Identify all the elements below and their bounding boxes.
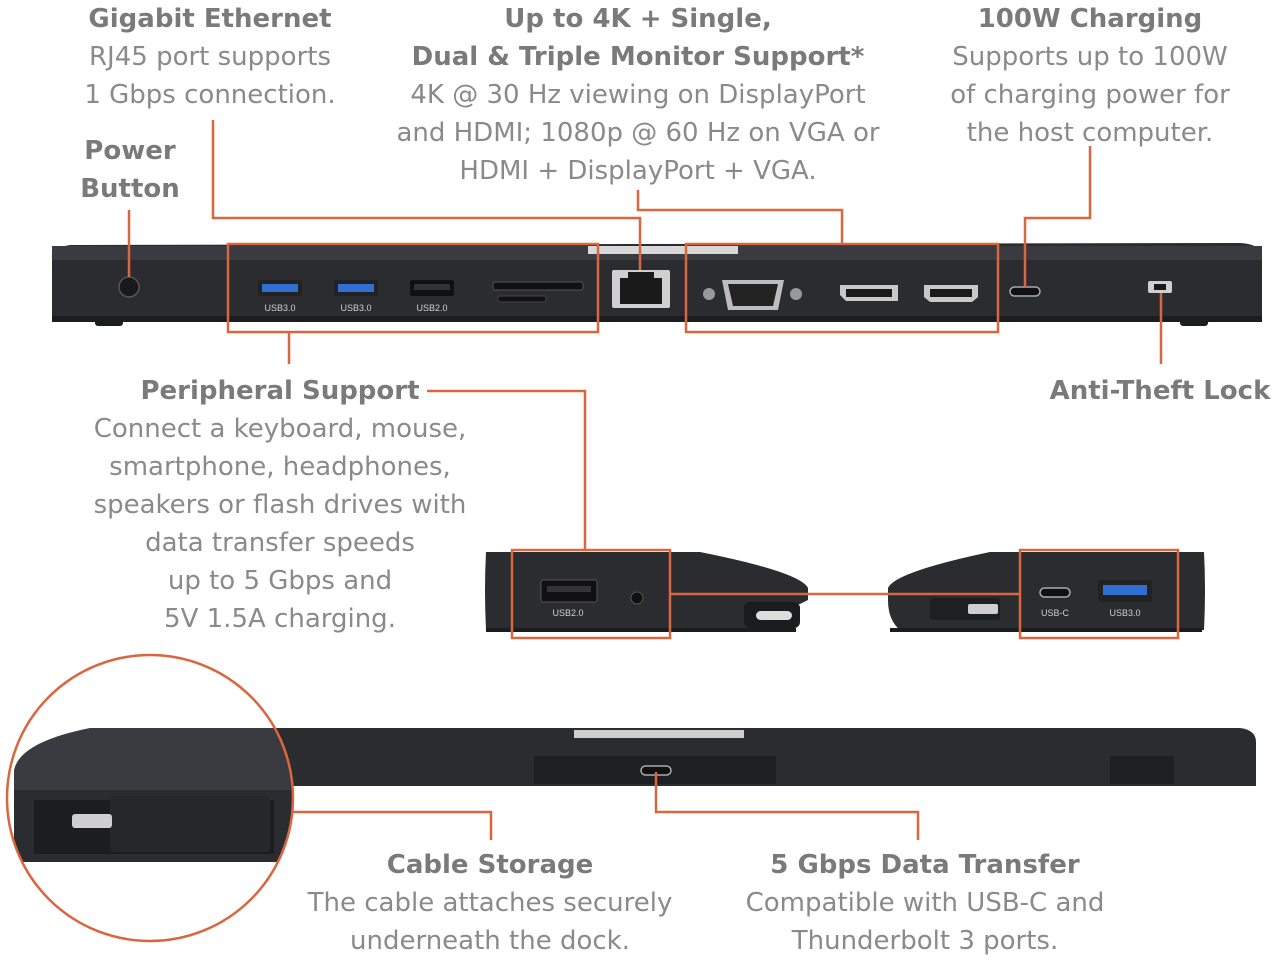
cable-storage-title: Cable Storage <box>386 850 594 880</box>
brand-logo <box>588 246 738 254</box>
zoom-circle-outline <box>5 653 295 943</box>
peripheral-support-desc: Connect a keyboard, mouse, smartphone, h… <box>93 414 467 634</box>
vga-port-icon[interactable] <box>703 280 802 310</box>
cable-storage-desc: The cable attaches securely underneath t… <box>307 888 673 956</box>
data-transfer-title: 5 Gbps Data Transfer <box>770 850 1080 880</box>
dock-front-view: USB3.0 USB3.0 USB2.0 <box>51 243 1262 326</box>
callout-lines-top <box>127 120 1163 550</box>
data-transfer-callout: 5 Gbps Data Transfer Compatible with USB… <box>720 846 1130 960</box>
usb2-port-front[interactable]: USB2.0 <box>410 280 454 313</box>
usb2-label-front: USB2.0 <box>416 303 447 313</box>
usb3-port-1[interactable]: USB3.0 <box>258 280 302 313</box>
usb2-label-side: USB2.0 <box>552 608 583 618</box>
usbc-label-side: USB-C <box>1041 608 1070 618</box>
dock-side-view-right: USB-C USB3.0 <box>888 552 1205 632</box>
power-button-title: Power Button <box>80 136 180 204</box>
anti-theft-callout: Anti-Theft Lock <box>1040 372 1280 410</box>
charging-title: 100W Charging <box>977 4 1203 34</box>
usb-c-cable-connector <box>744 602 800 628</box>
cable-storage-callout: Cable Storage The cable attaches securel… <box>290 846 690 960</box>
dock-bottom-view <box>190 728 1256 786</box>
usb2-port-side[interactable]: USB2.0 <box>540 579 598 618</box>
monitor-support-callout: Up to 4K + Single, Dual & Triple Monitor… <box>378 0 898 190</box>
hdmi-port-icon[interactable] <box>924 285 978 302</box>
callout-lines-bottom <box>292 772 920 840</box>
usb3-side-port[interactable]: USB3.0 <box>1098 580 1152 618</box>
usb3-port-2[interactable]: USB3.0 <box>334 280 378 313</box>
dock-side-view-left: USB2.0 <box>485 552 808 632</box>
anti-theft-title: Anti-Theft Lock <box>1049 376 1271 406</box>
audio-jack-icon[interactable] <box>630 591 644 605</box>
brand-logo-bottom <box>574 730 744 738</box>
charging-callout: 100W Charging Supports up to 100W of cha… <box>930 0 1250 152</box>
lock-slot-icon[interactable] <box>1148 281 1172 293</box>
power-button-icon[interactable] <box>118 276 140 298</box>
peripheral-support-callout: Peripheral Support Connect a keyboard, m… <box>70 372 490 638</box>
power-button-callout: Power Button <box>50 132 210 208</box>
usb-c-side-port[interactable]: USB-C <box>1039 587 1071 618</box>
data-transfer-desc: Compatible with USB-C and Thunderbolt 3 … <box>745 888 1105 956</box>
monitor-support-desc: 4K @ 30 Hz viewing on DisplayPort and HD… <box>396 80 880 186</box>
displayport-icon[interactable] <box>840 285 898 301</box>
usb3-label-side: USB3.0 <box>1109 608 1140 618</box>
rj45-port-icon[interactable] <box>612 270 670 308</box>
usb3-label-1: USB3.0 <box>264 303 295 313</box>
callout-lines-middle <box>510 548 1180 640</box>
sd-card-slot-icon[interactable] <box>492 281 584 303</box>
gigabit-ethernet-desc: RJ45 port supports 1 Gbps connection. <box>84 42 336 110</box>
usb-c-cable-storage-tab <box>930 598 1000 620</box>
usb3-label-2: USB3.0 <box>340 303 371 313</box>
cable-storage-zoom <box>7 655 293 941</box>
charging-desc: Supports up to 100W of charging power fo… <box>950 42 1230 148</box>
gigabit-ethernet-title: Gigabit Ethernet <box>88 4 332 34</box>
gigabit-ethernet-callout: Gigabit Ethernet RJ45 port supports 1 Gb… <box>40 0 380 114</box>
usb-c-port-icon[interactable] <box>1009 286 1041 297</box>
peripheral-support-title: Peripheral Support <box>140 376 420 406</box>
monitor-support-title: Up to 4K + Single, Dual & Triple Monitor… <box>411 4 865 72</box>
